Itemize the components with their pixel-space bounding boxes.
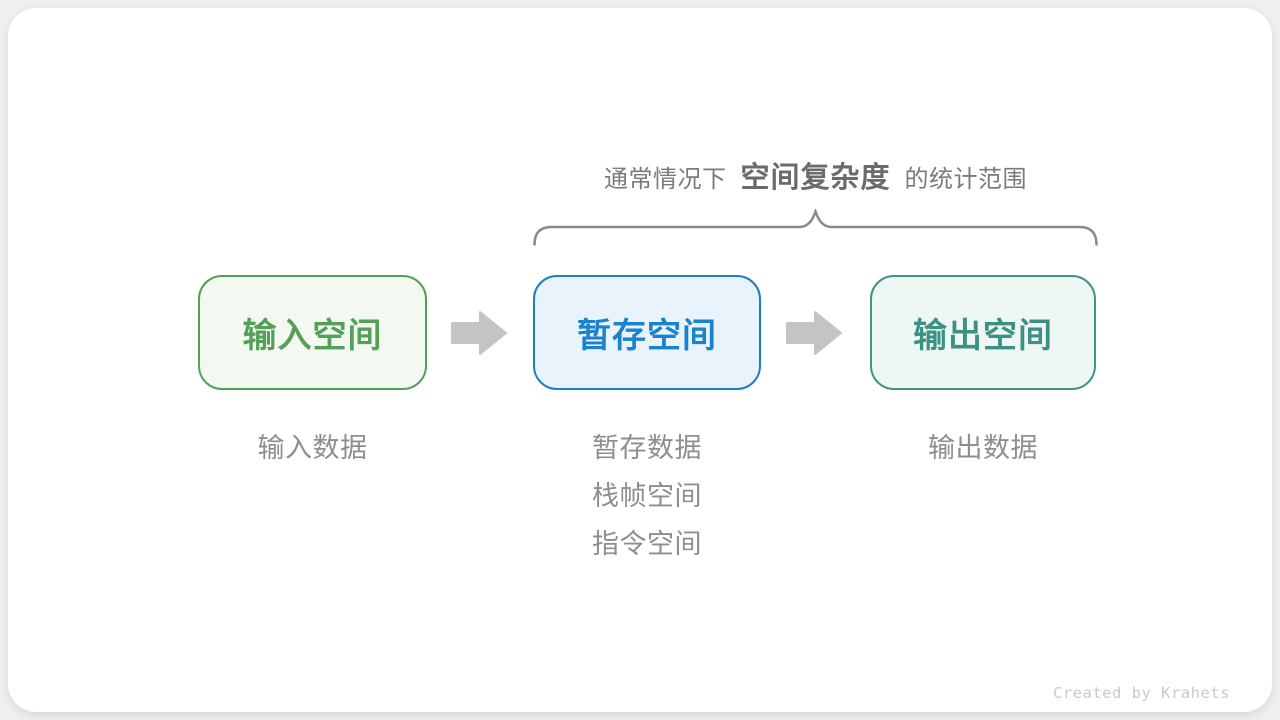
temp-caption-line: 栈帧空间 [592,481,702,511]
right-arrow-icon [786,311,842,355]
annotation-title: 通常情况下 空间复杂度 的统计范围 [533,154,1098,194]
temp-caption-line: 暂存数据 [592,433,702,463]
diagram-card: 通常情况下 空间复杂度 的统计范围 输入空间 暂存空间 输出空间 输入数据 暂存… [8,8,1272,712]
temp-space-label: 暂存空间 [577,317,717,355]
input-space-box: 输入空间 [198,275,427,390]
annotation-suffix: 的统计范围 [904,166,1027,193]
input-space-label: 输入空间 [242,317,383,355]
temp-caption-line: 指令空间 [592,529,702,559]
curly-brace-icon [533,209,1098,246]
credit-text: Created by Krahets [1053,684,1230,702]
temp-space-box: 暂存空间 [533,275,761,390]
output-space-label: 输出空间 [913,317,1053,355]
output-space-caption: 输出数据 [928,433,1038,463]
right-arrow-icon [451,311,507,355]
input-space-caption: 输入数据 [257,433,368,463]
annotation-prefix: 通常情况下 [603,166,727,193]
temp-space-caption: 暂存数据 栈帧空间 指令空间 [533,424,761,568]
annotation-highlight: 空间复杂度 [740,162,891,194]
output-space-box: 输出空间 [870,275,1096,390]
